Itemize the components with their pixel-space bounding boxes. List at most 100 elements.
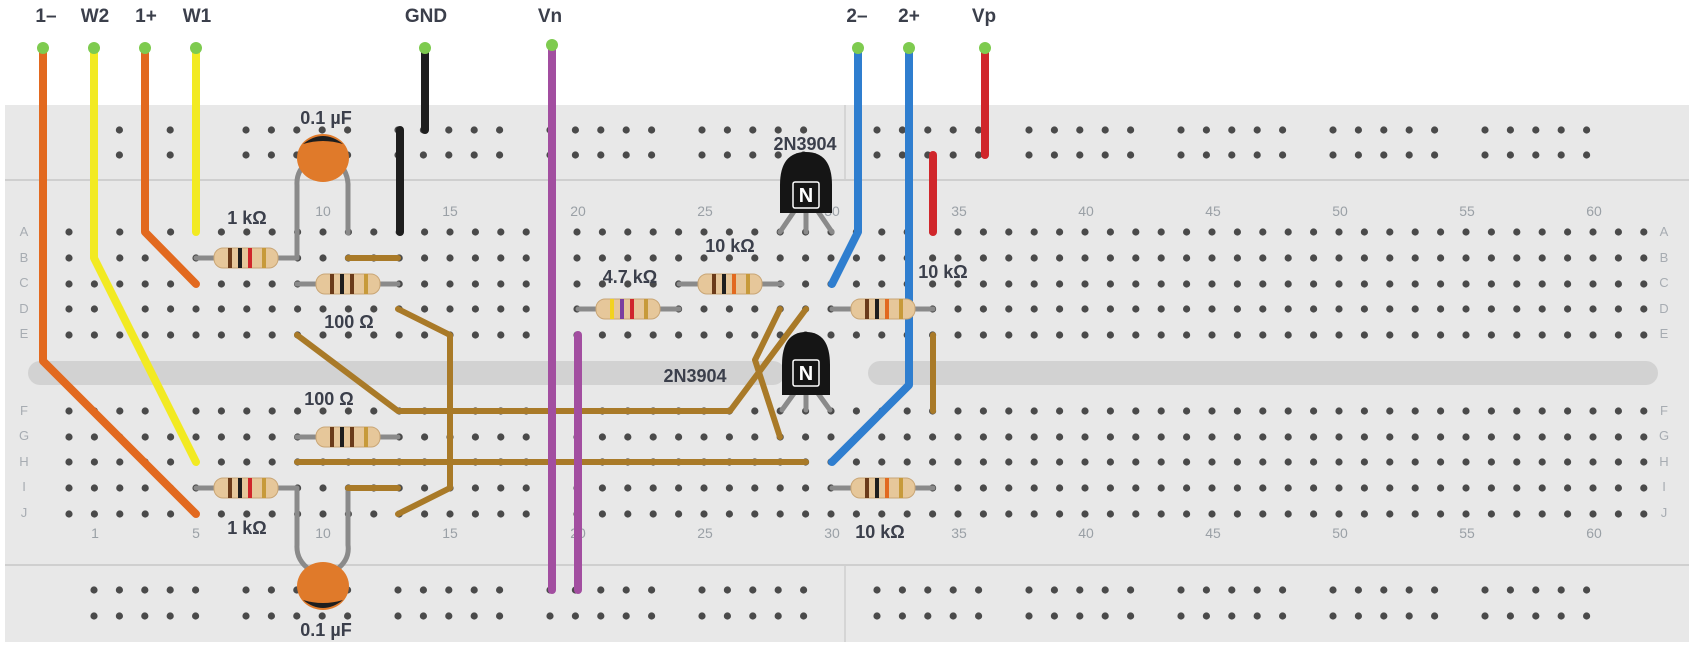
column-number: 5 — [192, 525, 200, 541]
breadboard-hole — [598, 331, 607, 339]
label-2plus: 2+ — [898, 6, 920, 27]
breadboard-hole — [725, 305, 734, 313]
label-2minus: 2– — [846, 6, 867, 27]
breadboard-hole — [1532, 612, 1540, 620]
breadboard-hole — [116, 407, 124, 415]
breadboard-hole — [1076, 612, 1084, 620]
resistor-band — [350, 274, 354, 294]
breadboard-hole — [1310, 305, 1318, 313]
breadboard-hole — [1360, 510, 1368, 518]
breadboard-hole — [1056, 407, 1064, 415]
breadboard-hole — [445, 126, 453, 134]
breadboard-hole — [924, 126, 932, 134]
breadboard-hole — [1506, 586, 1514, 594]
breadboard-hole — [1564, 458, 1572, 466]
colored-wires — [39, 41, 989, 594]
breadboard-hole — [954, 407, 962, 415]
breadboard-hole — [1157, 280, 1165, 288]
breadboard-hole — [924, 612, 932, 620]
breadboard-hole — [597, 612, 605, 620]
breadboard-hole — [802, 510, 810, 518]
breadboard-hole — [1253, 126, 1261, 134]
breadboard-hole — [1354, 151, 1362, 159]
breadboard-hole — [1101, 586, 1109, 594]
breadboard-hole — [115, 126, 123, 134]
breadboard-hole — [90, 458, 98, 466]
breadboard-hole — [1030, 305, 1038, 313]
q-top-leg-e — [777, 207, 798, 235]
resistor-r1-bottom — [213, 477, 279, 499]
breadboard-hole — [1202, 126, 1210, 134]
breadboard-hole — [1259, 484, 1267, 492]
breadboard-hole — [1310, 458, 1318, 466]
breadboard-hole — [1081, 458, 1089, 466]
breadboard-hole — [1583, 151, 1591, 159]
breadboard-hole — [1557, 126, 1565, 134]
breadboard-hole — [1030, 510, 1038, 518]
breadboard-hole — [1335, 254, 1343, 262]
breadboard-hole — [649, 510, 657, 518]
column-number: 55 — [1459, 525, 1475, 541]
breadboard-hole — [1411, 510, 1419, 518]
breadboard-hole — [1127, 126, 1135, 134]
breadboard-hole — [141, 510, 149, 518]
breadboard-hole — [1259, 407, 1267, 415]
wire-endpoints — [37, 39, 991, 54]
breadboard-hole — [1208, 407, 1216, 415]
breadboard-hole — [1386, 331, 1394, 339]
breadboard-hole — [1564, 510, 1572, 518]
breadboard-hole — [1284, 407, 1292, 415]
resistor-band — [330, 274, 334, 294]
breadboard-hole — [141, 305, 149, 313]
breadboard-hole — [319, 305, 327, 313]
breadboard-hole — [1259, 305, 1267, 313]
breadboard-hole — [1329, 126, 1337, 134]
breadboard-hole — [141, 254, 149, 262]
breadboard-hole — [1538, 280, 1546, 288]
breadboard-hole — [115, 586, 123, 594]
breadboard-hole — [115, 612, 123, 620]
breadboard-hole — [571, 151, 580, 159]
column-number: 45 — [1205, 525, 1221, 541]
column-number: 40 — [1078, 203, 1094, 219]
breadboard-hole — [648, 126, 656, 134]
breadboard-hole — [1360, 458, 1368, 466]
breadboard-hole — [622, 126, 630, 134]
label-r10-c: 10 kΩ — [855, 522, 904, 542]
breadboard-hole — [471, 433, 479, 441]
breadboard-hole — [141, 484, 149, 492]
breadboard-hole — [1564, 254, 1572, 262]
breadboard-hole — [1589, 331, 1597, 339]
breadboard-hole — [852, 280, 861, 288]
breadboard-hole — [496, 586, 504, 594]
resistor-r100-top — [315, 273, 381, 295]
column-number: 55 — [1459, 203, 1475, 219]
column-number: 35 — [951, 203, 967, 219]
resistor-body — [850, 477, 916, 499]
transistor-q-bottom: N — [782, 332, 830, 395]
breadboard-hole — [802, 484, 810, 492]
breadboard-hole — [1380, 126, 1388, 134]
breadboard-hole — [167, 331, 175, 339]
breadboard-hole — [1005, 407, 1013, 415]
resistor-body — [213, 247, 279, 269]
breadboard-hole — [1538, 331, 1546, 339]
breadboard-hole — [1506, 151, 1514, 159]
wire-endpoint — [37, 42, 49, 54]
resistor-band — [865, 299, 869, 319]
breadboard-hole — [1589, 280, 1597, 288]
capacitor-top — [297, 134, 349, 182]
breadboard-hole — [1640, 433, 1648, 441]
resistor-band — [228, 248, 232, 268]
breadboard-hole — [1056, 305, 1064, 313]
wire-w2 — [90, 44, 200, 466]
breadboard-hole — [1005, 280, 1013, 288]
breadboard-hole — [1462, 407, 1470, 415]
breadboard-hole — [751, 484, 759, 492]
breadboard-hole — [1177, 151, 1185, 159]
breadboard-hole — [1335, 458, 1343, 466]
transistor-q-top: N — [780, 152, 832, 213]
breadboard-hole — [522, 510, 530, 518]
breadboard-hole — [624, 331, 632, 339]
breadboard-hole — [1532, 126, 1540, 134]
